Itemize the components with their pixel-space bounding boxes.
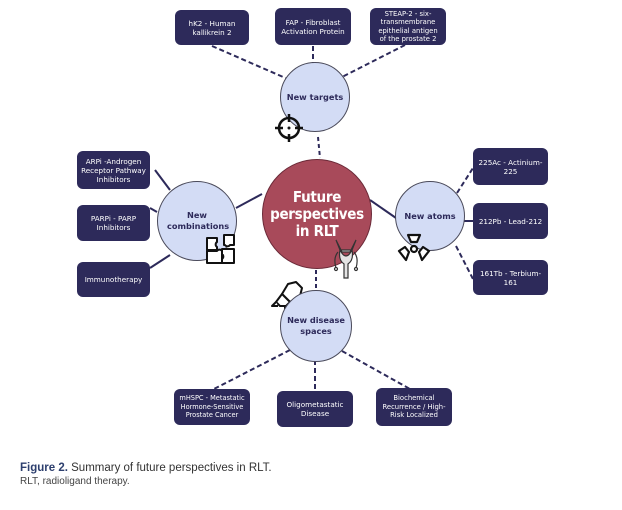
hub-label: New targets [286,91,344,102]
target-item-fap: FAP - Fibroblast Activation Protein [275,8,351,45]
combination-item-arpi: ARPi -Androgen Receptor Pathway Inhibito… [77,151,150,189]
link-comb-parpi [149,207,158,213]
puzzle-icon [206,234,235,264]
link-comb-arpi [154,169,171,191]
hub-new-combinations: New combinations [157,181,237,261]
hub-label: New combinations [167,210,230,231]
link-targets-hk2 [211,45,291,81]
link-atoms-ac [456,167,474,194]
caption-note: RLT, radioligand therapy. [20,476,130,487]
atom-item-ac225: 225Ac - Actinium-225 [473,148,548,185]
target-item-steap2: STEAP-2 - six-transmembrane epithelial a… [370,8,446,45]
prostate-icon [333,239,359,279]
figure-label: Figure 2. [20,462,68,474]
link-targets-steap [337,44,406,80]
hub-new-disease-spaces: New disease spaces [280,290,352,362]
figure-caption: Figure 2. Summary of future perspectives… [20,462,272,487]
center-future-perspectives: Future perspectives in RLT [262,159,372,269]
disease-item-bcr: Biochemical Recurrence / High-Risk Local… [376,388,452,426]
combination-item-immunotherapy: Immunotherapy [77,262,150,297]
link-disease-bcr [341,350,411,390]
disease-item-oligometastatic: Oligometastatic Disease [277,391,353,427]
link-atoms-tb [455,245,474,280]
atom-item-pb212: 212Pb - Lead-212 [473,203,548,239]
disease-item-mhspc: mHSPC - Metastatic Hormone-Sensitive Pro… [174,389,250,425]
center-label: Future perspectives in RLT [270,187,364,240]
crosshair-icon [275,114,303,142]
hub-label: New atoms [404,210,456,221]
link-comb-immuno [149,254,171,269]
target-item-hk2: hK2 - Human kallikrein 2 [175,10,249,45]
hub-label: New disease spaces [287,315,345,336]
radiation-icon [397,233,431,262]
atom-item-tb161: 161Tb - Terbium-161 [473,260,548,295]
hub-new-atoms: New atoms [395,181,465,251]
hub-new-targets: New targets [280,62,350,132]
combination-item-parpi: PARPi - PARP Inhibitors [77,205,150,241]
link-targets-center [317,136,321,159]
caption-title: Summary of future perspectives in RLT. [71,462,272,474]
caption-title-line: Figure 2. Summary of future perspectives… [20,462,272,474]
link-comb-center [235,193,263,209]
link-atoms-center [369,199,397,219]
link-disease-mhspc [211,349,291,391]
